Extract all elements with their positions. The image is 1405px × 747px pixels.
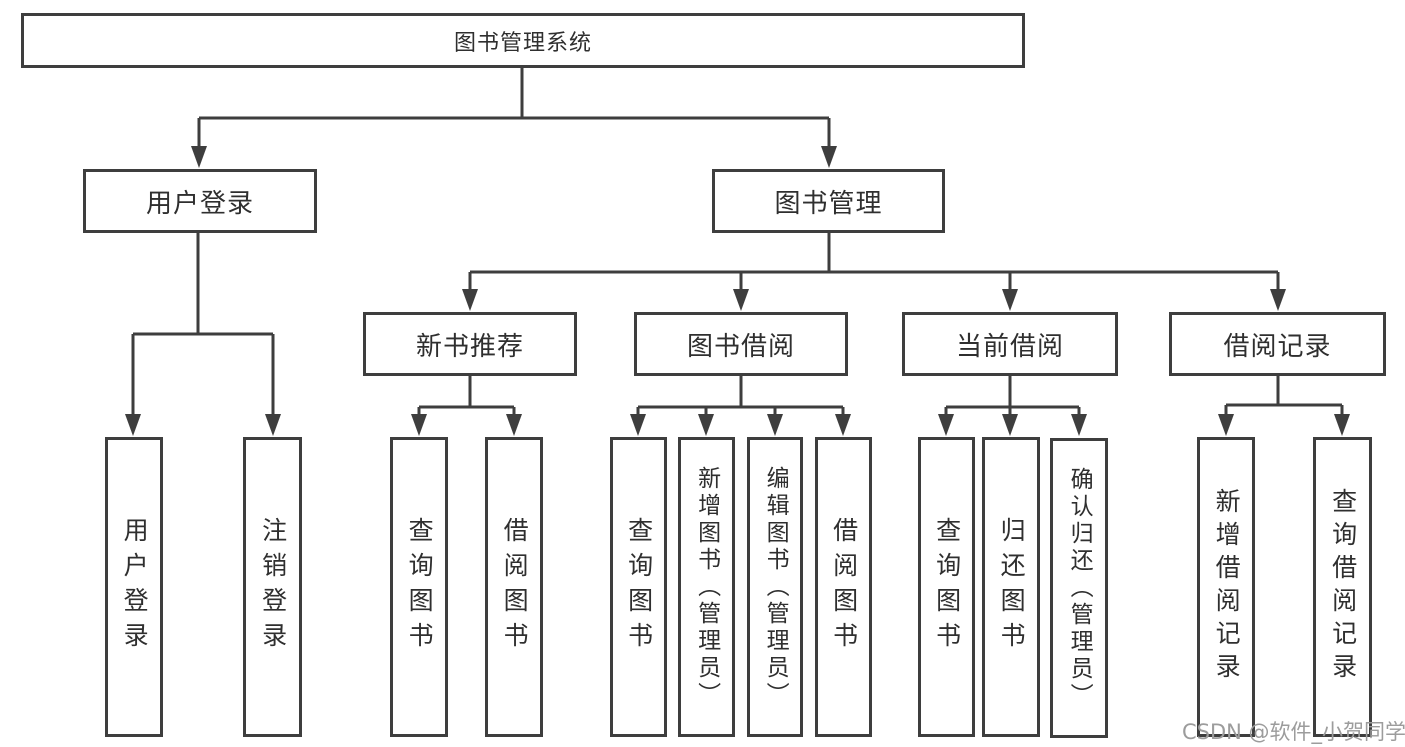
leaf-logout-label: 注销登录 xyxy=(258,517,288,657)
leaf-query-books-1-label: 查询图书 xyxy=(405,517,435,657)
csdn-watermark: CSDN @软件_小贺同学 xyxy=(1182,720,1405,744)
leaf-query-books-2-label: 查询图书 xyxy=(624,517,654,657)
leaf-query-books-2: 查询图书 xyxy=(610,437,667,737)
leaf-user-login: 用户登录 xyxy=(105,437,163,737)
leaf-edit-books-admin: 编辑图书（管理员） xyxy=(747,437,803,737)
leaf-return-books-label: 归还图书 xyxy=(997,517,1027,657)
node-book-borrowing-label: 图书借阅 xyxy=(686,331,795,362)
leaf-borrow-books-1: 借阅图书 xyxy=(485,437,543,737)
connector-borrowing-to-leaves xyxy=(630,376,851,436)
connector-current-to-leaves xyxy=(938,376,1087,436)
leaf-query-borrow-record: 查询借阅记录 xyxy=(1313,437,1372,737)
leaf-query-borrow-record-label: 查询借阅记录 xyxy=(1328,488,1358,686)
leaf-query-books-1: 查询图书 xyxy=(390,437,448,737)
node-book-management: 图书管理 xyxy=(712,169,945,233)
node-current-borrowing: 当前借阅 xyxy=(902,312,1118,376)
leaf-borrow-books-1-label: 借阅图书 xyxy=(500,517,530,657)
connector-newbooks-to-leaves xyxy=(411,376,522,436)
leaf-query-books-3: 查询图书 xyxy=(918,437,975,737)
node-user-login: 用户登录 xyxy=(83,169,317,233)
leaf-borrow-books-2: 借阅图书 xyxy=(815,437,872,737)
leaf-add-books-admin: 新增图书（管理员） xyxy=(678,437,735,737)
leaf-edit-books-admin-label: 编辑图书（管理员） xyxy=(762,465,789,709)
leaf-confirm-return-admin: 确认归还（管理员） xyxy=(1050,438,1108,738)
node-root-label: 图书管理系统 xyxy=(453,30,592,56)
node-borrow-records: 借阅记录 xyxy=(1169,312,1386,376)
leaf-add-books-admin-label: 新增图书（管理员） xyxy=(693,465,720,709)
leaf-logout: 注销登录 xyxy=(243,437,302,737)
node-current-borrowing-label: 当前借阅 xyxy=(955,331,1064,362)
node-user-login-label: 用户登录 xyxy=(145,188,254,219)
node-borrow-records-label: 借阅记录 xyxy=(1223,331,1332,362)
leaf-query-books-3-label: 查询图书 xyxy=(932,517,962,657)
leaf-return-books: 归还图书 xyxy=(982,437,1040,737)
connector-records-to-leaves xyxy=(1218,376,1350,436)
leaf-user-login-label: 用户登录 xyxy=(120,517,150,657)
leaf-add-borrow-record: 新增借阅记录 xyxy=(1197,437,1255,737)
connector-root-to-level1 xyxy=(191,68,837,168)
node-book-management-label: 图书管理 xyxy=(774,188,883,219)
connector-bookmgmt-to-level2 xyxy=(462,233,1286,311)
leaf-add-borrow-record-label: 新增借阅记录 xyxy=(1212,488,1242,686)
leaf-borrow-books-2-label: 借阅图书 xyxy=(829,517,859,657)
connector-userlogin-to-leaves xyxy=(125,233,281,436)
node-root-system: 图书管理系统 xyxy=(21,13,1025,68)
node-book-borrowing: 图书借阅 xyxy=(634,312,848,376)
node-new-book-recommend-label: 新书推荐 xyxy=(415,331,524,362)
leaf-confirm-return-admin-label: 确认归还（管理员） xyxy=(1066,466,1093,710)
node-new-book-recommend: 新书推荐 xyxy=(363,312,577,376)
